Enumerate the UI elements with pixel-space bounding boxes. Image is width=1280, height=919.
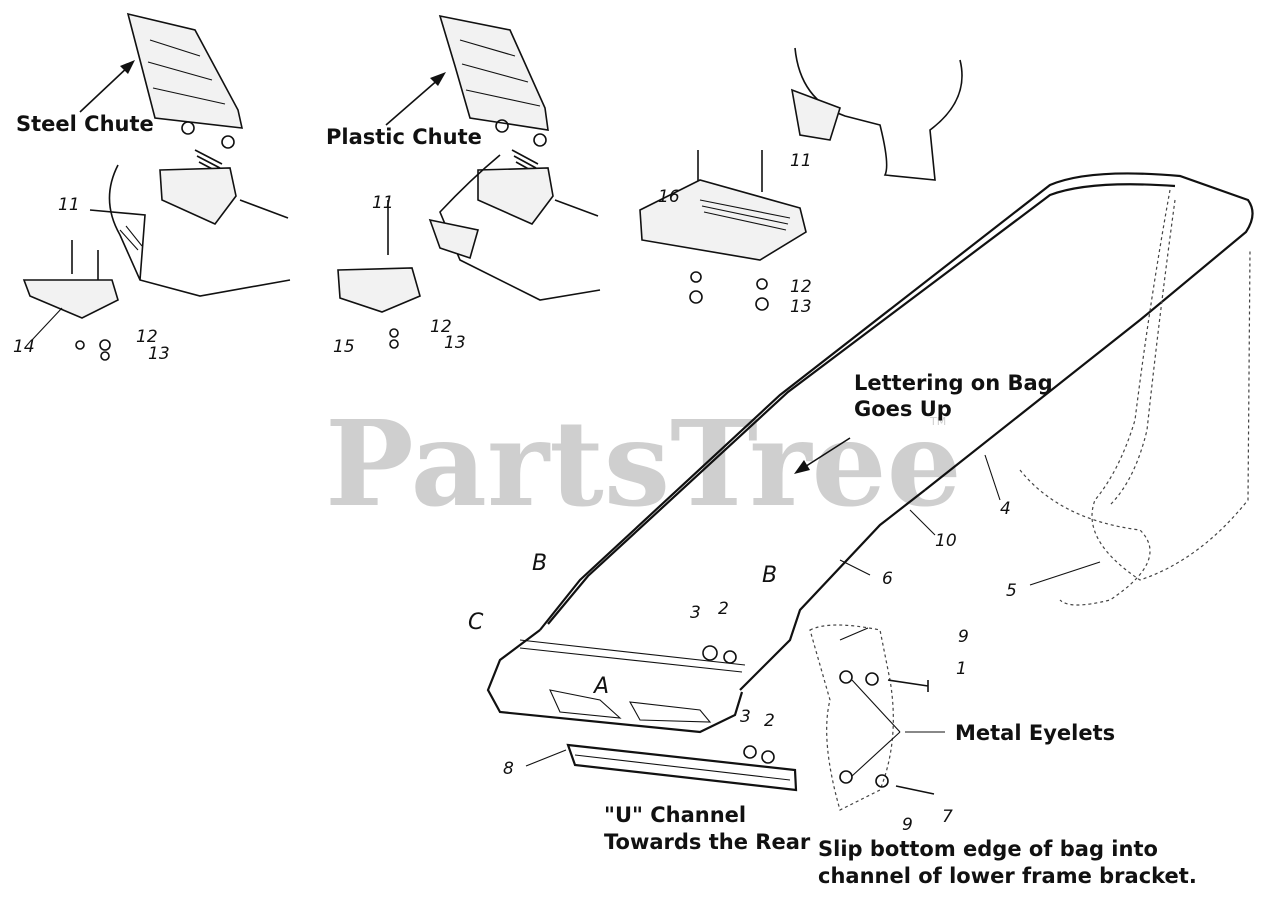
- part-number-12: 12: [136, 327, 158, 347]
- part-number-11: 11: [58, 195, 80, 215]
- part-number-9: 9: [958, 627, 969, 647]
- part-number-8: 8: [503, 759, 514, 779]
- part-number-4: 4: [1000, 499, 1011, 519]
- part-number-13: 13: [148, 344, 170, 364]
- part-number-15: 15: [333, 337, 355, 357]
- part-number-13: 13: [790, 297, 812, 317]
- watermark: PartsTree: [325, 394, 962, 533]
- slip-instruction-line1: Slip bottom edge of bag into: [818, 837, 1158, 861]
- arrows: [79, 60, 851, 474]
- callout-letter-c: C: [468, 610, 484, 635]
- u-channel-label-line2: Towards the Rear: [604, 830, 811, 854]
- part-number-3: 3: [740, 707, 751, 727]
- bracket-16: [639, 179, 807, 261]
- part-number-7: 7: [942, 807, 953, 827]
- steel-chute-label: Steel Chute: [16, 112, 154, 136]
- callout-letter-a: A: [592, 674, 609, 699]
- handle-frame: [486, 172, 1254, 811]
- part-number-10: 10: [935, 531, 957, 551]
- part-number-16: 16: [658, 187, 680, 207]
- u-channel-label-line1: "U" Channel: [604, 803, 746, 827]
- plastic-chute-label: Plastic Chute: [326, 125, 482, 149]
- part-number-5: 5: [1006, 581, 1017, 601]
- lettering-label-line1: Lettering on Bag: [854, 371, 1053, 395]
- part-number-3: 3: [690, 603, 701, 623]
- watermark-tm: TM: [929, 415, 946, 428]
- callout-letter-b: B: [532, 551, 547, 576]
- mower-deck-section: [790, 47, 963, 181]
- part-number-6: 6: [882, 569, 893, 589]
- steel-chute-assembly: [22, 12, 291, 361]
- slip-instruction-line2: channel of lower frame bracket.: [818, 864, 1197, 888]
- part-number-12: 12: [790, 277, 812, 297]
- plastic-chute-assembly: [337, 14, 601, 349]
- callout-letter-b: B: [762, 563, 777, 588]
- lettering-label-line2: Goes Up: [854, 397, 952, 421]
- part-number-13: 13: [444, 333, 466, 353]
- bracket-14: [22, 279, 119, 319]
- part-number-11: 11: [790, 151, 812, 171]
- part-number-14: 14: [13, 337, 35, 357]
- steel-chute: [126, 12, 244, 129]
- part-number-12: 12: [430, 317, 452, 337]
- part-number-2: 2: [764, 711, 775, 731]
- bracket-15: [337, 267, 421, 313]
- part-number-1: 1: [956, 659, 967, 679]
- part-number-11: 11: [372, 193, 394, 213]
- part-number-2: 2: [718, 599, 729, 619]
- metal-eyelets-label: Metal Eyelets: [955, 721, 1115, 745]
- bracket-16-assembly: [639, 150, 807, 311]
- part-number-9: 9: [902, 815, 913, 835]
